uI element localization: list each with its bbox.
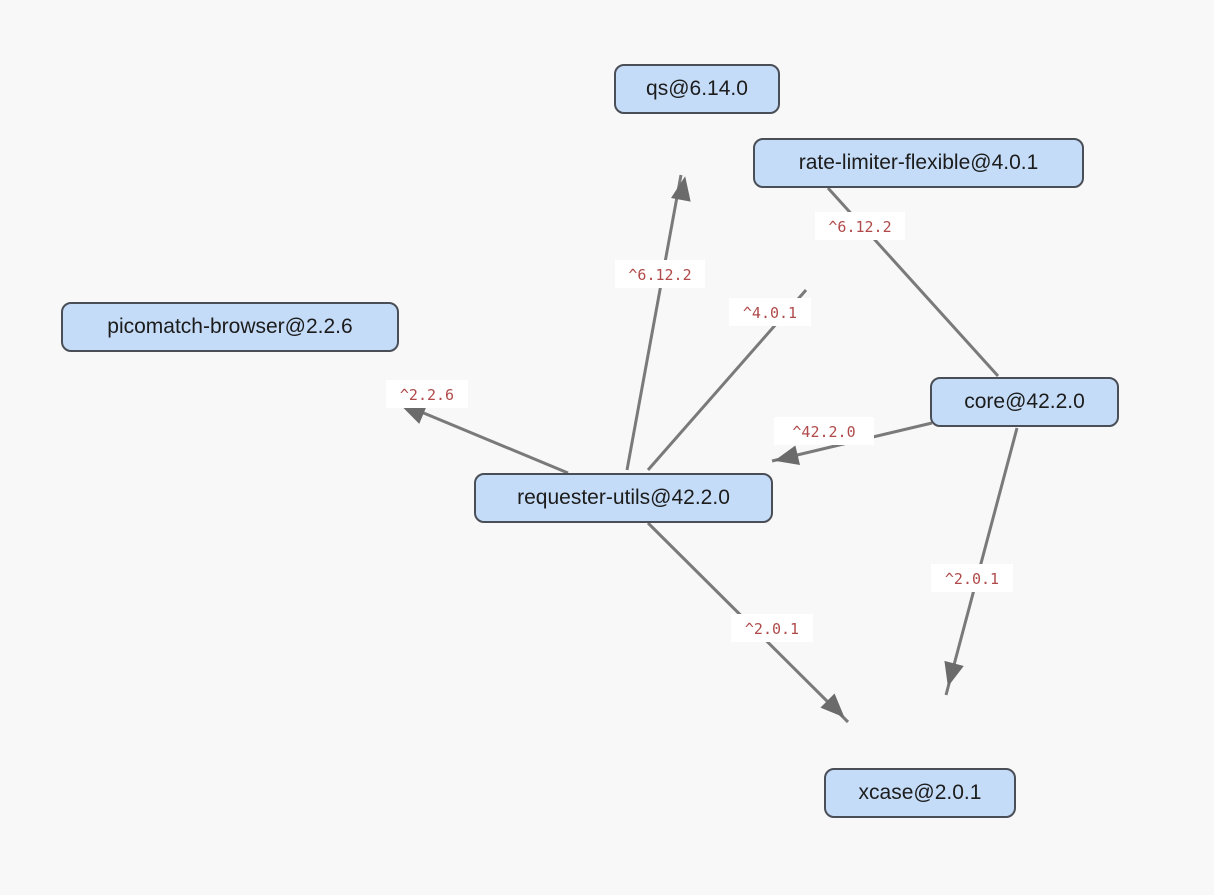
edge-arrowhead (774, 445, 800, 465)
edge-version-label: ^6.12.2 (628, 266, 691, 284)
edge-version-label: ^2.0.1 (745, 620, 799, 638)
node-label: xcase@2.0.1 (858, 781, 982, 804)
node-xcase[interactable]: xcase@2.0.1 (824, 768, 1016, 818)
edge-label-background (615, 260, 705, 288)
node-label: picomatch-browser@2.2.6 (107, 315, 353, 338)
edge-version-label: ^2.0.1 (945, 570, 999, 588)
edge-arrowhead (820, 693, 845, 718)
edge-version-label: ^4.0.1 (743, 304, 797, 322)
edge-label-background (931, 564, 1013, 592)
edge-core-req: ^42.2.0 (771, 417, 933, 465)
edge-version-label: ^6.12.2 (828, 218, 891, 236)
edge-req-qs: ^6.12.2 (615, 174, 705, 471)
edge-line (401, 402, 569, 475)
edge-req-xcase: ^2.0.1 (646, 521, 850, 724)
node-label: core@42.2.0 (964, 390, 1085, 413)
edge-arrowhead (944, 660, 964, 687)
edge-version-label: ^42.2.0 (792, 423, 855, 441)
edge-core-xcase: ^2.0.1 (931, 427, 1019, 696)
node-picomatch-browser[interactable]: picomatch-browser@2.2.6 (61, 302, 399, 352)
edge-req-pico: ^2.2.6 (386, 380, 569, 475)
edge-core-qs: ^6.12.2 (815, 186, 1000, 378)
edge-label-background (815, 212, 905, 240)
edge-label-background (774, 417, 874, 445)
edge-line (625, 174, 683, 471)
node-core[interactable]: core@42.2.0 (930, 377, 1119, 427)
node-rate-limiter-flexible[interactable]: rate-limiter-flexible@4.0.1 (753, 138, 1084, 188)
edge-label-background (731, 614, 813, 642)
node-label: requester-utils@42.2.0 (517, 486, 730, 509)
edge-req-rlf: ^4.0.1 (646, 289, 811, 471)
edge-label-background (386, 380, 468, 408)
edge-version-label: ^2.2.6 (400, 386, 454, 404)
node-qs[interactable]: qs@6.14.0 (614, 64, 780, 114)
node-label: qs@6.14.0 (646, 77, 748, 100)
node-requester-utils[interactable]: requester-utils@42.2.0 (474, 473, 773, 523)
edge-arrowhead (671, 176, 691, 202)
edge-arrowhead (400, 405, 427, 424)
edge-label-background (729, 298, 811, 326)
node-label: rate-limiter-flexible@4.0.1 (798, 151, 1039, 174)
edge-line (944, 427, 1019, 696)
